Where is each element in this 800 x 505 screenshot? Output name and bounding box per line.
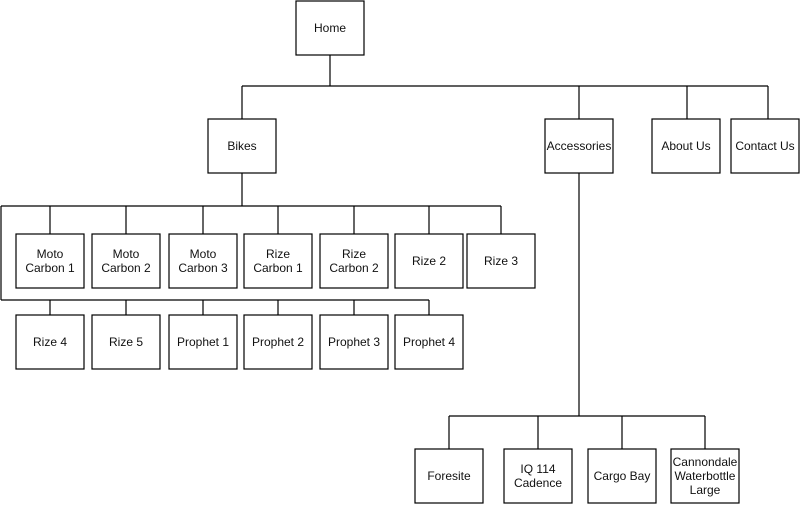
node-contact-us[interactable]: Contact Us [730, 118, 800, 174]
node-bike-model[interactable]: Prophet 2 [243, 314, 313, 370]
node-accessories-box [544, 118, 614, 174]
node-bike-model[interactable]: Rize 3 [466, 233, 536, 289]
node-bike-model-box [466, 233, 536, 289]
node-bike-model-box [168, 233, 238, 289]
node-accessory-box [503, 448, 573, 504]
node-about-us-label: About Us [661, 139, 710, 153]
node-bike-model[interactable]: Prophet 1 [168, 314, 238, 370]
node-bike-model-box [91, 314, 161, 370]
node-bike-model[interactable]: Rize 5 [91, 314, 161, 370]
node-bike-model[interactable]: Prophet 4 [394, 314, 464, 370]
node-bike-model-label: Prophet 4 [403, 335, 455, 349]
node-bike-model-label: Prophet 2 [252, 335, 304, 349]
node-bike-model[interactable]: Rize 4 [15, 314, 85, 370]
node-bikes[interactable]: Bikes [207, 118, 277, 174]
node-bike-model[interactable]: Rize 2 [394, 233, 464, 289]
node-bike-model-box [319, 233, 389, 289]
node-accessory-box [587, 448, 657, 504]
node-accessory-label: Cargo Bay [594, 469, 651, 483]
node-accessories-label: Accessories [547, 139, 612, 153]
node-bike-model-box [243, 233, 313, 289]
node-contact-us-label: Contact Us [735, 139, 794, 153]
node-bike-model-label: Rize 4 [33, 335, 67, 349]
node-bike-model-box [394, 314, 464, 370]
node-about-us[interactable]: About Us [651, 118, 721, 174]
node-accessory-label: Foresite [427, 469, 471, 483]
node-contact-us-box [730, 118, 800, 174]
node-about-us-box [651, 118, 721, 174]
node-bike-model-box [394, 233, 464, 289]
node-bike-model-label: Prophet 1 [177, 335, 229, 349]
node-bike-model-box [91, 233, 161, 289]
node-bike-model-box [15, 314, 85, 370]
node-bike-model-label: Prophet 3 [328, 335, 380, 349]
node-home-box [295, 0, 365, 56]
node-bike-model-box [168, 314, 238, 370]
node-bike-model-label: Rize 2 [412, 254, 446, 268]
node-bike-model-box [319, 314, 389, 370]
node-home[interactable]: Home [295, 0, 365, 56]
connector-lines [0, 55, 769, 449]
node-accessory[interactable]: Cargo Bay [587, 448, 657, 504]
node-accessory[interactable]: Foresite [414, 448, 484, 504]
node-bikes-box [207, 118, 277, 174]
node-accessory-box [414, 448, 484, 504]
node-bikes-label: Bikes [227, 139, 256, 153]
node-bike-model-label: Rize 5 [109, 335, 143, 349]
node-accessories[interactable]: Accessories [544, 118, 614, 174]
node-bike-model[interactable]: Prophet 3 [319, 314, 389, 370]
node-bike-model-box [243, 314, 313, 370]
node-home-label: Home [314, 21, 346, 35]
node-accessory-box [670, 448, 740, 504]
node-bike-model-box [15, 233, 85, 289]
node-bike-model-label: Rize 3 [484, 254, 518, 268]
